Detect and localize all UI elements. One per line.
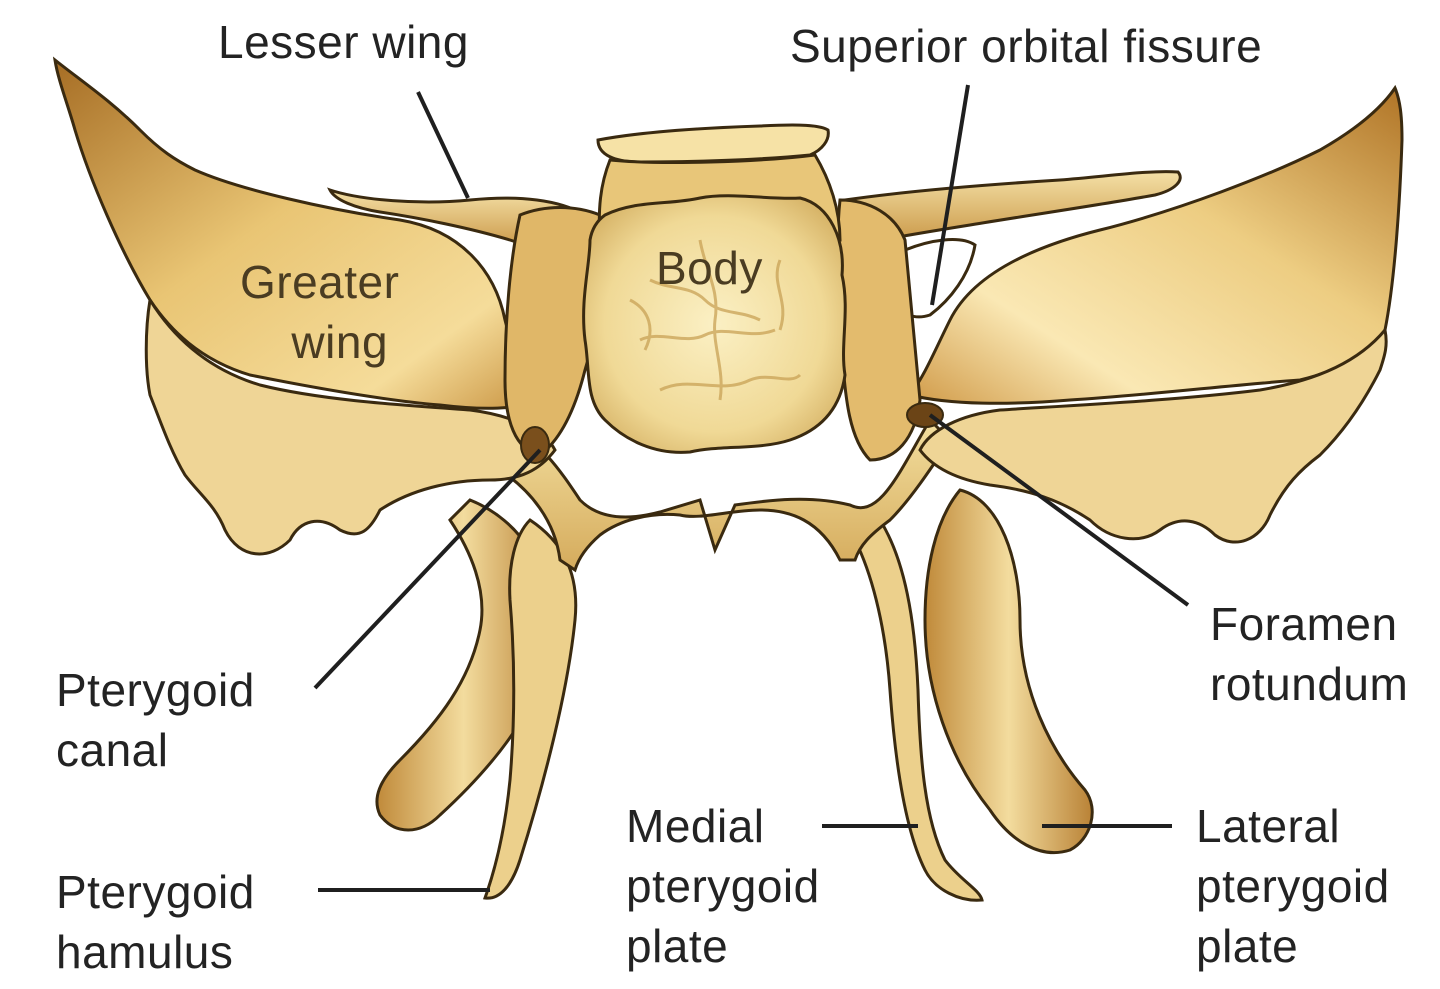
label-body: Body — [656, 238, 763, 298]
label-medial-pterygoid-plate-line-2: pterygoid — [626, 860, 820, 912]
lesser-wing-right — [843, 170, 1182, 247]
label-pterygoid-canal-line-1: Pterygoid — [56, 664, 255, 716]
label-medial-pterygoid-plate-line-3: plate — [626, 920, 729, 972]
label-pterygoid-canal-line-2: canal — [56, 724, 169, 776]
leader-lines — [313, 84, 1190, 892]
label-pterygoid-hamulus: Pterygoid hamulus — [56, 862, 255, 982]
label-superior-orbital-fissure: Superior orbital fissure — [790, 16, 1262, 76]
label-greater-wing-line-2: wing — [291, 316, 389, 368]
label-foramen-rotundum-line-1: Foramen — [1210, 598, 1398, 650]
label-lesser-wing-text: Lesser wing — [218, 16, 469, 68]
label-pterygoid-canal: Pterygoid canal — [56, 660, 255, 780]
label-greater-wing-line-1: Greater — [240, 256, 400, 308]
body-root-right — [836, 198, 922, 462]
label-greater-wing: Greater wing — [240, 252, 399, 372]
foramen-rotundum — [906, 402, 944, 428]
infratemporal-surface-right — [918, 326, 1388, 544]
leader-pterygoid-canal — [313, 448, 542, 690]
lateral-pterygoid-plate-right — [923, 488, 1094, 855]
medial-pterygoid-plate-right — [853, 517, 984, 902]
label-medial-pterygoid-plate-line-1: Medial — [626, 800, 765, 852]
pterygoid-canal — [520, 426, 550, 464]
label-pterygoid-hamulus-line-1: Pterygoid — [56, 866, 255, 918]
label-pterygoid-hamulus-line-2: hamulus — [56, 926, 234, 978]
label-foramen-rotundum: Foramen rotundum — [1210, 594, 1408, 714]
pterygoid-arch — [498, 417, 952, 573]
label-superior-orbital-fissure-text: Superior orbital fissure — [790, 20, 1263, 72]
leader-foramen-rotundum — [928, 413, 1190, 607]
leader-lesser-wing — [416, 91, 470, 199]
sinus-texture — [629, 239, 802, 401]
label-lateral-pterygoid-plate-line-1: Lateral — [1196, 800, 1341, 852]
label-lateral-pterygoid-plate-line-2: pterygoid — [1196, 860, 1390, 912]
label-foramen-rotundum-line-2: rotundum — [1210, 658, 1409, 710]
leader-superior-orbital-fissure — [930, 84, 970, 306]
label-lesser-wing: Lesser wing — [218, 12, 469, 72]
label-body-text: Body — [656, 242, 763, 294]
medial-pterygoid-plate-left — [482, 518, 578, 900]
greater-wing-right — [907, 84, 1404, 405]
label-medial-pterygoid-plate: Medial pterygoid plate — [626, 796, 820, 976]
label-lateral-pterygoid-plate: Lateral pterygoid plate — [1196, 796, 1390, 976]
infratemporal-surface-left — [144, 295, 557, 556]
label-lateral-pterygoid-plate-line-3: plate — [1196, 920, 1299, 972]
